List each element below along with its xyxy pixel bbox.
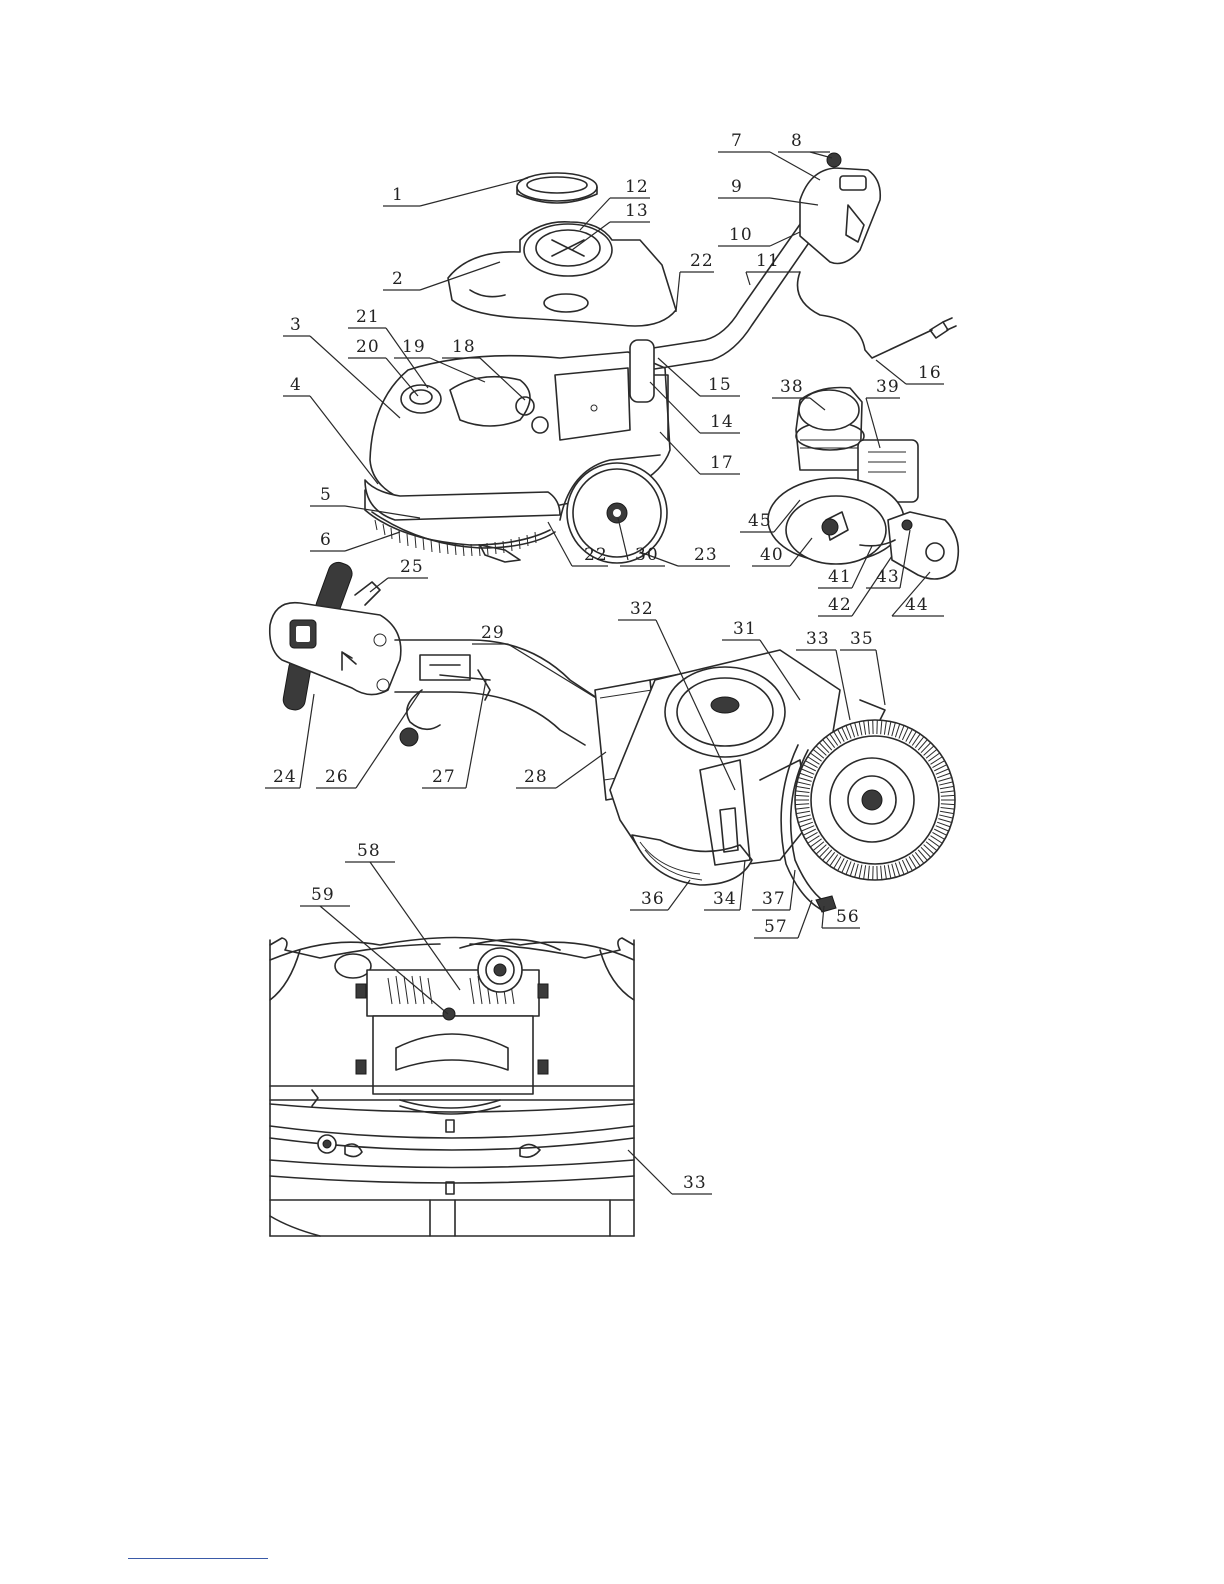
callout-leader-line [770,232,800,246]
callout-number: 59 [311,885,335,905]
callout-number: 17 [710,453,734,473]
callout-c37: 37 [752,870,795,910]
footnote-rule [128,1558,268,1559]
callout-number: 22 [690,251,714,271]
callout-number: 37 [762,889,786,909]
callout-number: 25 [400,557,424,577]
motor-assembly-drawing [768,388,958,580]
callout-c29: 29 [472,623,596,698]
callout-number: 21 [356,307,380,327]
callout-number: 33 [806,629,830,649]
callout-c3: 3 [283,315,400,418]
callout-leader-line [420,178,528,206]
callout-c33b: 33 [628,1150,712,1194]
callout-number: 39 [876,377,900,397]
callout-number: 20 [356,337,380,357]
callout-c8: 8 [778,131,832,158]
callout-number: 5 [320,485,332,505]
callout-number: 15 [708,375,732,395]
callout-number: 32 [630,599,654,619]
callout-number: 35 [850,629,874,649]
callout-leader-line [300,694,314,788]
callout-number: 45 [748,511,772,531]
callout-leader-line [548,522,572,566]
callout-leader-line [676,272,680,312]
callout-number: 7 [731,131,743,151]
callout-leader-line [466,680,486,788]
callout-c15: 15 [658,358,740,396]
callout-number: 14 [710,412,734,432]
callout-number: 22 [584,545,608,565]
callout-c36: 36 [630,880,690,910]
callout-c17: 17 [660,432,740,474]
callout-number: 36 [641,889,665,909]
callout-leader-line [310,396,378,484]
brush-bristles-top [375,520,536,556]
callout-number: 19 [402,337,426,357]
callout-leader-line [876,650,885,705]
callout-number: 28 [524,767,548,787]
callout-number: 13 [625,201,649,221]
callout-number: 1 [392,185,404,205]
callout-c4: 4 [283,375,378,484]
callout-number: 29 [481,623,505,643]
callout-number: 9 [731,177,743,197]
callout-leader-line [770,152,820,180]
callout-number: 8 [791,131,803,151]
detail-view-drawing [270,938,634,1237]
callout-c6: 6 [310,530,400,551]
callout-number: 12 [625,177,649,197]
callout-c25: 25 [370,557,428,592]
callout-number: 23 [694,545,718,565]
callout-leader-line [668,880,690,910]
callout-number: 33 [683,1173,707,1193]
callout-number: 24 [273,767,297,787]
callout-leader-line [556,752,606,788]
callout-c27: 27 [422,680,486,788]
callout-c35: 35 [840,629,885,705]
callout-leader-line [345,532,400,551]
callout-number: 42 [828,595,852,615]
callout-c28: 28 [516,752,606,788]
callout-number: 31 [733,619,757,639]
callout-number: 27 [432,767,456,787]
callout-number: 41 [828,567,852,587]
callout-number: 18 [452,337,476,357]
callout-number: 40 [760,545,784,565]
callout-leader-line [310,336,400,418]
callout-number: 57 [764,917,788,937]
callout-number: 16 [918,363,942,383]
callout-c22a: 22 [676,251,714,312]
callout-c1: 1 [383,178,528,206]
callout-number: 56 [836,907,860,927]
callout-c39: 39 [866,377,900,448]
callout-leader-line [836,650,850,720]
callout-number: 10 [729,225,753,245]
callout-c58: 58 [345,841,460,990]
callout-leader-line [746,272,750,285]
callout-leader-line [508,644,596,698]
callout-leader-line [798,900,812,938]
callout-number: 34 [713,889,737,909]
callout-number: 2 [392,269,404,289]
callout-number: 3 [290,315,302,335]
callout-number: 44 [905,595,929,615]
callout-number: 4 [290,375,302,395]
callout-number: 43 [876,567,900,587]
callout-number: 11 [756,251,780,271]
callout-number: 38 [780,377,804,397]
callout-number: 26 [325,767,349,787]
callout-number: 30 [635,545,659,565]
callout-c7: 7 [718,131,820,180]
callout-number: 58 [357,841,381,861]
callout-number: 6 [320,530,332,550]
